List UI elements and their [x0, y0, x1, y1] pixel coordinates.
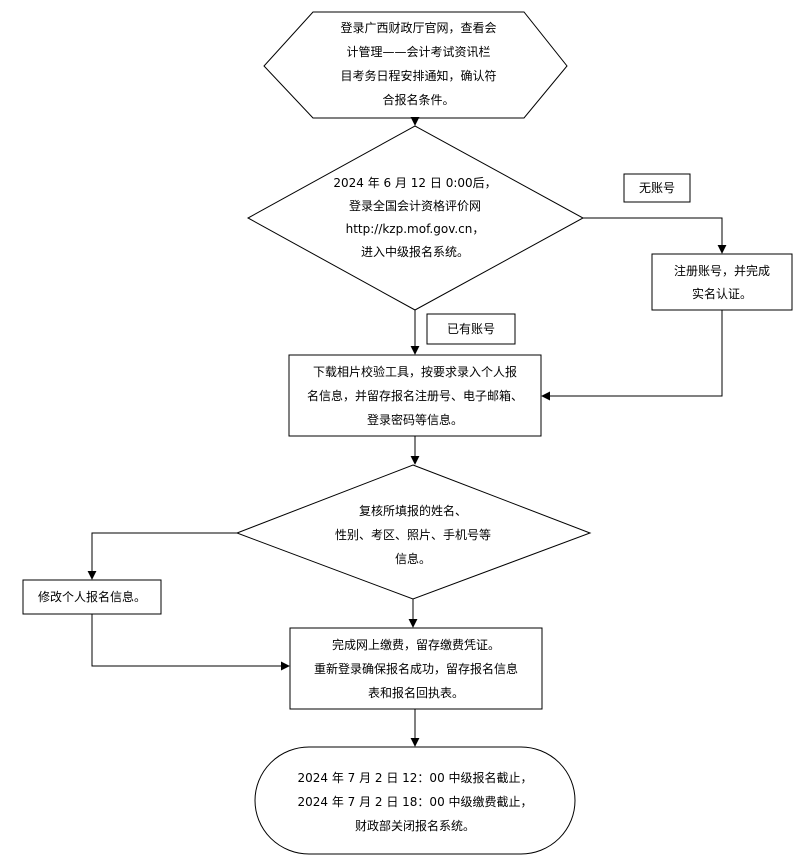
no-account-label: 无账号: [638, 181, 675, 195]
modify-box-shape: [22, 579, 162, 615]
arrow-login-to-register: [583, 217, 727, 254]
payment-node-text: 完成网上缴费，留存缴费凭证。 重新登录确保报名成功，留存报名信息 表和报名回执表…: [290, 633, 542, 705]
payment-text-line-1: 完成网上缴费，留存缴费凭证。: [331, 638, 500, 652]
payment-text-line-3: 表和报名回执表。: [367, 686, 464, 700]
arrow-review-to-modify: [87, 532, 237, 580]
review-text-line-2: 性别、考区、照片、手机号等: [334, 528, 491, 542]
login-decision-text: 2024 年 6 月 12 日 0:00后， 登录全国会计资格评价网 http:…: [300, 172, 530, 264]
end-terminal-shape: [254, 746, 576, 855]
login-text-line-1: 2024 年 6 月 12 日 0:00后，: [333, 176, 497, 190]
fill-info-text-line-3: 登录密码等信息。: [366, 413, 463, 427]
modify-node-text: 修改个人报名信息。: [23, 586, 161, 609]
login-text-line-2: 登录全国会计资格评价网: [348, 199, 481, 213]
arrow-modify-to-payment: [91, 614, 290, 671]
register-text-line-1: 注册账号，并完成: [673, 264, 770, 278]
register-box-shape: [651, 253, 793, 311]
fill-info-text-line-2: 名信息，并留存报名注册号、电子邮箱、: [306, 389, 523, 403]
register-node-text: 注册账号，并完成 实名认证。: [652, 260, 792, 306]
has-account-label-box-shape: [426, 313, 516, 345]
fill-info-node-text: 下载相片校验工具，按要求录入个人报 名信息，并留存报名注册号、电子邮箱、 登录密…: [289, 360, 541, 432]
start-node-text: 登录广西财政厅官网，查看会 计管理——会计考试资讯栏 目考务日程安排通知，确认符…: [300, 16, 537, 112]
has-account-label: 已有账号: [446, 322, 495, 336]
review-decision-text: 复核所填报的姓名、 性别、考区、照片、手机号等 信息。: [306, 499, 520, 571]
end-text-line-2: 2024 年 7 月 2 日 18：00 中级缴费截止，: [297, 795, 533, 809]
start-text-line-2: 计管理——会计考试资讯栏: [346, 45, 491, 59]
end-text-line-3: 财政部关闭报名系统。: [354, 819, 475, 833]
start-hexagon-shape: [263, 11, 568, 119]
end-node-text: 2024 年 7 月 2 日 12：00 中级报名截止， 2024 年 7 月 …: [262, 766, 568, 838]
payment-box-shape: [289, 627, 543, 710]
review-text-line-3: 信息。: [394, 552, 431, 566]
start-text-line-1: 登录广西财政厅官网，查看会: [340, 21, 497, 35]
end-text-line-1: 2024 年 7 月 2 日 12：00 中级报名截止，: [297, 771, 533, 785]
review-text-line-1: 复核所填报的姓名、: [358, 504, 467, 518]
login-text-line-4: 进入中级报名系统。: [360, 245, 469, 259]
fill-info-text-line-1: 下载相片校验工具，按要求录入个人报: [312, 365, 517, 379]
start-text-line-4: 合报名条件。: [382, 93, 455, 107]
register-text-line-2: 实名认证。: [691, 287, 752, 301]
login-text-line-3: http://kzp.mof.gov.cn，: [345, 222, 485, 236]
no-account-label-box-shape: [623, 173, 691, 203]
modify-text-line-1: 修改个人报名信息。: [37, 590, 146, 604]
arrow-register-to-fill-info: [541, 310, 723, 401]
payment-text-line-2: 重新登录确保报名成功，留存报名信息: [313, 662, 518, 676]
start-text-line-3: 目考务日程安排通知，确认符: [340, 69, 497, 83]
